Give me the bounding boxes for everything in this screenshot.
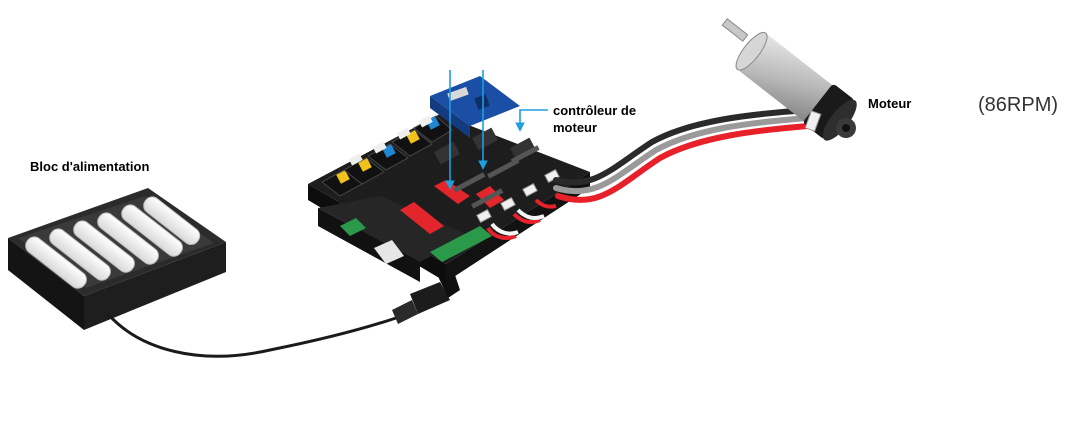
control-board-icon [308,76,590,282]
motor-rpm-label: (86RPM) [978,94,1059,116]
button-modules [321,115,453,197]
motor-connectors [476,168,560,224]
dc-motor-icon [721,18,857,141]
power-cable [106,313,397,358]
battery-pack-icon [8,188,226,330]
motor-controller-label-line2: moteur [553,120,598,135]
battery-cells [25,196,201,289]
motor-controller-label: contrôleur de moteur [553,102,636,136]
motor-label: Moteur [868,96,912,111]
power-block-label: Bloc d'alimentation [30,159,150,174]
motor-controller-label-line1: contrôleur de [553,103,637,118]
motor-cable [553,107,811,203]
controller-indicator-arrows [445,70,548,190]
arrow-3 [515,109,548,132]
